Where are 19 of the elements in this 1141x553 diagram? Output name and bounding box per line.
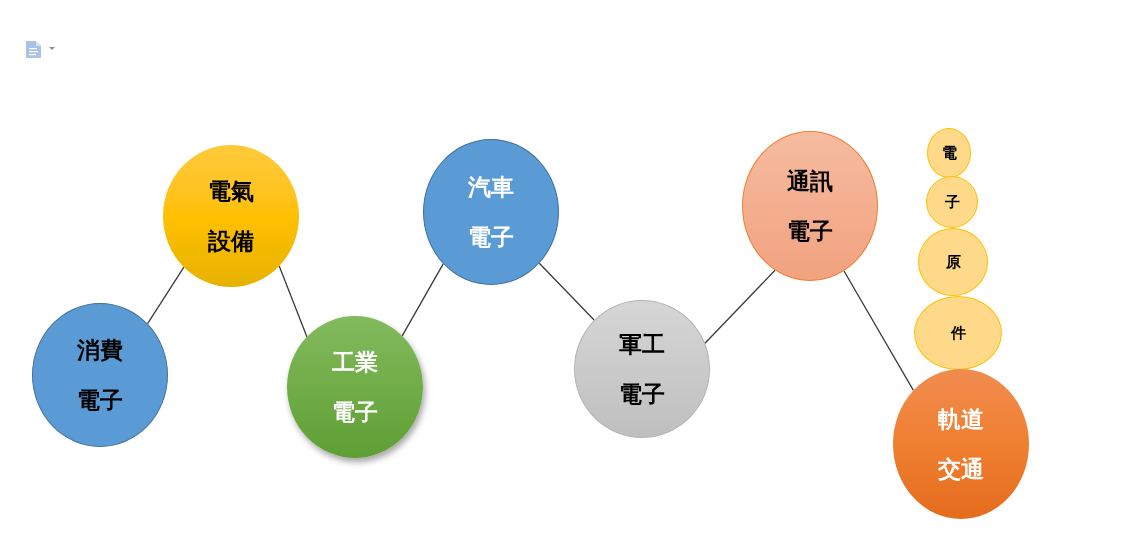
connector-line xyxy=(278,265,308,338)
node-label: 軍工電子 xyxy=(618,329,666,409)
node-label: 子 xyxy=(944,194,960,210)
node-label: 汽車電子 xyxy=(467,172,515,252)
connector-line xyxy=(843,270,915,392)
node-label: 工業電子 xyxy=(331,347,379,427)
node-label: 電氣設備 xyxy=(207,176,255,256)
node-label: 原 xyxy=(945,254,961,270)
node-label: 件 xyxy=(950,325,966,341)
node-label: 消費電子 xyxy=(76,335,124,415)
character-circle xyxy=(927,128,971,178)
node-label: 電 xyxy=(941,145,957,161)
connector-line xyxy=(401,263,444,337)
node-label: 軌道交通 xyxy=(937,404,985,484)
connector-line xyxy=(146,266,185,325)
connector-line xyxy=(704,269,776,344)
connector-line xyxy=(538,262,595,321)
character-circle xyxy=(926,176,978,228)
node-label: 通訊電子 xyxy=(786,166,834,246)
